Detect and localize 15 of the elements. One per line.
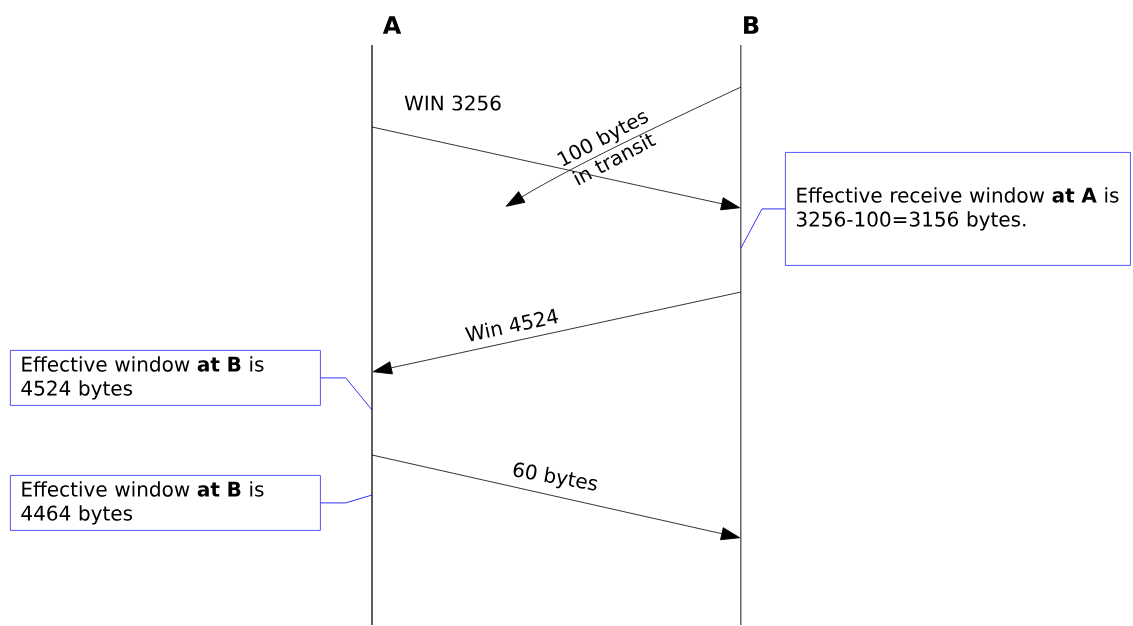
edge-label: 60 bytes [513, 462, 598, 491]
note-box: Effective receive window at A is 3256-100=3156 bytes. [785, 152, 1131, 266]
lifeline-label: A [382, 16, 402, 34]
arrow [371, 126, 741, 211]
arrow [371, 454, 741, 541]
note-box: Effective window at B is 4464 bytes [10, 475, 321, 531]
lifeline-label: B [744, 16, 759, 34]
edge-label: WIN 3256 [404, 95, 501, 111]
arrow [372, 291, 742, 375]
leader-line [320, 494, 373, 504]
leader-line [740, 208, 786, 249]
edge-label: Win 4524 [464, 308, 559, 342]
leader-line [320, 377, 373, 411]
note-box: Effective window at B is 4524 bytes [10, 350, 321, 406]
arrow [505, 86, 742, 207]
